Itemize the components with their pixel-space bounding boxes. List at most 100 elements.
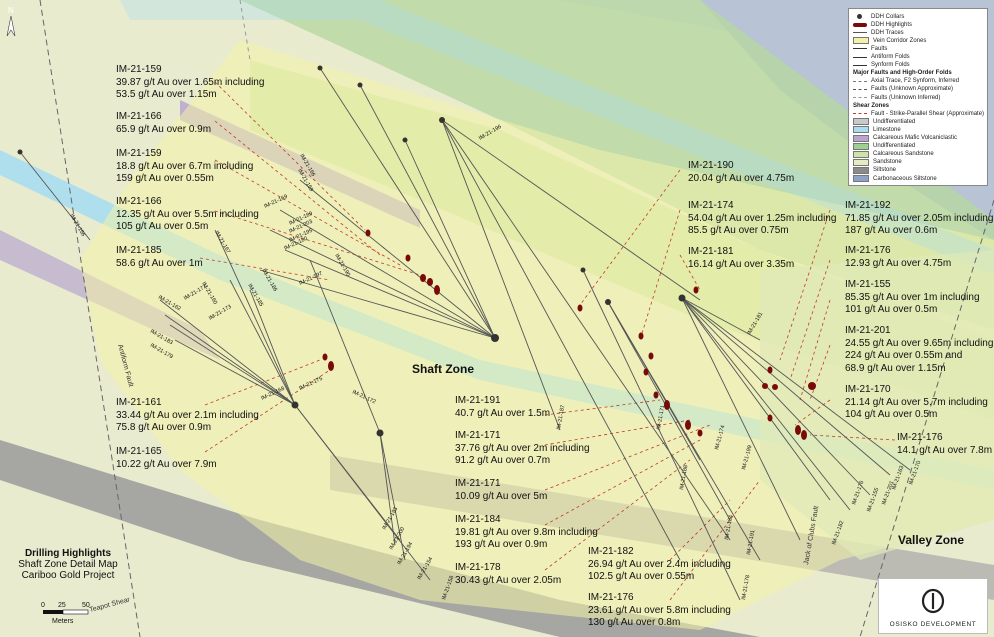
annotation-line: 130 g/t Au over 0.8m	[588, 617, 681, 628]
map-project: Cariboo Gold Project	[21, 570, 115, 581]
osisko-logo: OSISKO DEVELOPMENT	[878, 578, 988, 634]
legend-swatch-icon	[853, 118, 869, 126]
annotation-hole: IM-21-176	[897, 432, 943, 443]
annotation-hole: IM-21-174	[688, 200, 734, 211]
legend-label: Calcareous Sandstone	[873, 151, 934, 158]
legend-label: Synform Folds	[871, 62, 910, 69]
annotation-hole: IM-21-155	[845, 279, 891, 290]
legend-label: Faults	[871, 45, 888, 52]
annotation: IM-21-161 33.44 g/t Au over 2.1m includi…	[116, 397, 259, 435]
legend-item: Faults (Unknown Approximate)	[853, 86, 953, 93]
legend-swatch-icon	[853, 134, 869, 142]
annotation-hole: IM-21-176	[845, 245, 891, 256]
legend-swatch-icon	[853, 158, 869, 166]
annotation-hole: IM-21-165	[116, 446, 162, 457]
annotation-hole: IM-21-182	[588, 546, 634, 557]
legend-label: DDH Traces	[871, 29, 904, 36]
annotation: IM-21-181 16.14 g/t Au over 3.35m	[688, 246, 794, 271]
annotation-line: 101 g/t Au over 0.5m	[845, 304, 938, 315]
annotation: IM-21-171 37.76 g/t Au over 2m including…	[455, 430, 590, 468]
svg-text:IM-21-191: IM-21-191	[746, 530, 756, 556]
legend-label: Axial Trace, F2 Synform, Inferred	[871, 78, 960, 85]
legend-section: Shear Zones	[853, 102, 889, 109]
legend-item: DDH Traces	[853, 29, 904, 36]
annotation-line: 16.14 g/t Au over 3.35m	[688, 258, 795, 270]
legend-label: Vein Corridor Zones	[873, 37, 927, 44]
annotation: IM-21-171 10.09 g/t Au over 5m	[455, 478, 547, 503]
annotation: IM-21-190 20.04 g/t Au over 4.75m	[688, 160, 794, 185]
svg-text:N: N	[8, 6, 14, 15]
title-block: Drilling Highlights Shaft Zone Detail Ma…	[8, 548, 128, 581]
annotation-hole: IM-21-181	[688, 246, 734, 257]
annotation-line: 20.04 g/t Au over 4.75m	[688, 172, 795, 184]
annotation-line: 58.6 g/t Au over 1m	[116, 257, 203, 269]
legend-swatch-icon	[853, 37, 869, 45]
annotation-hole: IM-21-201	[845, 325, 891, 336]
legend-item: Calcareous Mafic Volcaniclastic	[853, 134, 958, 142]
svg-text:IM-21-178: IM-21-178	[741, 575, 751, 601]
legend-item: Undifferentiated	[853, 118, 916, 126]
annotation: IM-21-176 23.61 g/t Au over 5.8m includi…	[588, 592, 731, 630]
annotation-line: 85.5 g/t Au over 0.75m	[688, 225, 789, 236]
legend-label: Undifferentiated	[873, 118, 916, 125]
annotation-line: 102.5 g/t Au over 0.55m	[588, 571, 695, 582]
annotation-hole: IM-21-161	[116, 397, 162, 408]
annotation-line: 40.7 g/t Au over 1.5m	[455, 407, 551, 419]
annotation-hole: IM-21-159	[116, 64, 162, 75]
annotation: IM-21-201 24.55 g/t Au over 9.65m includ…	[845, 325, 993, 375]
scale-bar: 0 25 50 Meters	[38, 600, 98, 626]
annotation-line: 193 g/t Au over 0.9m	[455, 539, 548, 550]
svg-text:50: 50	[82, 602, 90, 609]
legend-item: Calcareous Sandstone	[853, 150, 934, 158]
north-arrow-icon: N	[4, 4, 18, 38]
legend-label: Undifferentiated	[873, 143, 916, 150]
annotation-line: 21.14 g/t Au over 5.7m including	[845, 396, 988, 408]
legend-swatch-icon	[853, 166, 869, 174]
logo-name: OSISKO DEVELOPMENT	[889, 621, 977, 628]
annotation-hole: IM-21-171	[455, 478, 501, 489]
annotation-line: 104 g/t Au over 0.5m	[845, 409, 938, 420]
legend-swatch-icon	[853, 142, 869, 150]
annotation-line: 224 g/t Au over 0.55m and	[845, 350, 963, 361]
annotation-hole: IM-21-166	[116, 196, 162, 207]
legend-item: Sandstone	[853, 158, 902, 166]
legend-label: Sandstone	[873, 159, 902, 166]
annotation: IM-21-176 12.93 g/t Au over 4.75m	[845, 245, 951, 270]
annotation-line: 91.2 g/t Au over 0.7m	[455, 455, 551, 466]
legend-swatch-icon	[853, 64, 867, 66]
annotation-line: 53.5 g/t Au over 1.15m	[116, 89, 217, 100]
legend-label: Major Faults and High-Order Folds	[853, 70, 952, 77]
annotation: IM-21-166 12.35 g/t Au over 5.5m includi…	[116, 196, 259, 234]
svg-text:IM-21-187: IM-21-187	[556, 405, 566, 431]
annotation-hole: IM-21-171	[455, 430, 501, 441]
legend-label: Limestone	[873, 126, 901, 133]
legend-item: Limestone	[853, 126, 901, 134]
legend-swatch-icon	[853, 150, 869, 158]
annotation-line: 105 g/t Au over 0.5m	[116, 221, 209, 232]
annotation-line: 14.1 g/t Au over 7.8m	[897, 444, 993, 456]
annotation-line: 187 g/t Au over 0.6m	[845, 225, 938, 236]
annotation: IM-21-185 58.6 g/t Au over 1m	[116, 245, 203, 270]
annotation-line: 19.81 g/t Au over 9.8m including	[455, 526, 598, 538]
svg-text:Meters: Meters	[52, 618, 74, 625]
legend-item: Antiform Folds	[853, 54, 910, 61]
annotation-line: 10.09 g/t Au over 5m	[455, 490, 548, 502]
annotation-line: 68.9 g/t Au over 1.15m	[845, 362, 946, 374]
svg-text:25: 25	[58, 602, 66, 609]
legend-label: Fault - Strike-Parallel Shear (Approxima…	[871, 110, 985, 117]
legend-label: Faults (Unknown Approximate)	[871, 86, 954, 93]
annotation-line: 18.8 g/t Au over 6.7m including	[116, 160, 254, 172]
legend-label: Siltstone	[873, 167, 897, 174]
annotation-hole: IM-21-192	[845, 200, 891, 211]
legend-item: Carbonaceous Siltstone	[853, 175, 937, 182]
legend-item: Axial Trace, F2 Synform, Inferred	[853, 78, 959, 85]
legend-swatch-icon	[853, 48, 867, 50]
annotation: IM-21-159 18.8 g/t Au over 6.7m includin…	[116, 148, 253, 186]
legend-item: Undifferentiated	[853, 142, 916, 150]
legend-label: Calcareous Mafic Volcaniclastic	[873, 135, 958, 141]
legend-item: DDH Collars	[853, 13, 904, 20]
svg-text:IM-21-184: IM-21-184	[724, 515, 734, 541]
legend-item: Siltstone	[853, 166, 897, 174]
legend-swatch-icon	[853, 32, 867, 34]
